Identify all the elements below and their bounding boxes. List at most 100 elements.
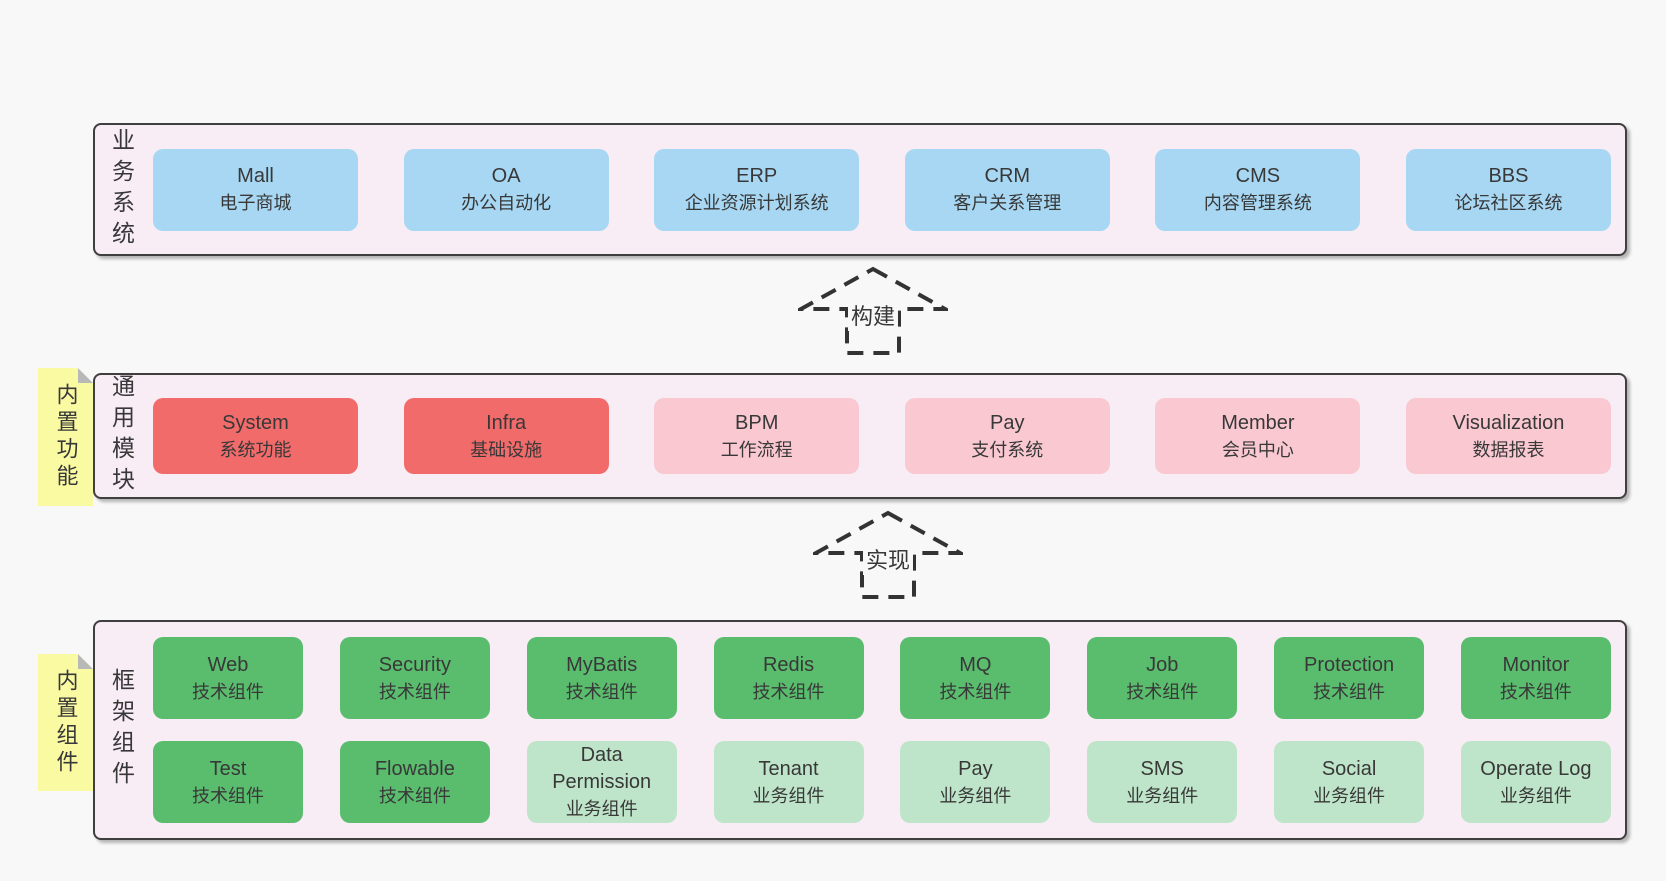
- component-row-1: Web 技术组件 Security 技术组件 MyBatis 技术组件 Redi…: [153, 637, 1611, 719]
- folded-corner-icon: [78, 654, 93, 669]
- box-subtitle: 工作流程: [720, 439, 793, 460]
- note-builtin-features: 内置功能: [38, 368, 93, 506]
- box-infra: Infra 基础设施: [403, 398, 609, 474]
- box-subtitle: 业务组件: [1126, 785, 1199, 806]
- box-subtitle: 办公自动化: [461, 193, 552, 213]
- box-pay: Pay 支付系统: [904, 398, 1110, 474]
- box-subtitle: 电子商城: [219, 193, 292, 213]
- box-test: Test 技术组件: [153, 741, 303, 823]
- box-oa: OA 办公自动化: [403, 148, 609, 231]
- layer-title-text: 业务系统: [108, 127, 135, 252]
- box-tenant: Tenant 业务组件: [713, 741, 864, 823]
- box-subtitle: 业务组件: [939, 785, 1012, 806]
- box-protection: Protection 技术组件: [1274, 637, 1425, 719]
- box-subtitle: 支付系统: [971, 439, 1044, 460]
- note-builtin-components: 内置组件: [38, 654, 93, 791]
- box-title: Tenant: [758, 757, 819, 780]
- box-title: OA: [491, 165, 521, 187]
- box-subtitle: 业务组件: [752, 785, 825, 806]
- note-label: 内置功能: [53, 383, 79, 491]
- box-title: System: [222, 411, 289, 434]
- box-subtitle: 业务组件: [565, 799, 638, 819]
- box-title: Data Permission: [552, 744, 652, 793]
- box-subtitle: 内容管理系统: [1203, 193, 1312, 213]
- box-title: Job: [1146, 653, 1179, 676]
- layer-title-text: 框架组件: [108, 668, 135, 792]
- component-rows: Web 技术组件 Security 技术组件 MyBatis 技术组件 Redi…: [147, 637, 1625, 823]
- box-title: Protection: [1304, 653, 1395, 676]
- box-subtitle: 论坛社区系统: [1454, 193, 1563, 213]
- box-title: Pay: [958, 757, 993, 780]
- box-mall: Mall 电子商城: [153, 148, 358, 231]
- box-pay-business: Pay 业务组件: [900, 741, 1051, 823]
- box-title: CRM: [984, 165, 1031, 187]
- business-boxes: Mall 电子商城 OA 办公自动化 ERP 企业资源计划系统 CRM 客户关系…: [147, 148, 1625, 231]
- box-title: MQ: [959, 653, 992, 676]
- box-title: Mall: [237, 165, 274, 187]
- box-subtitle: 技术组件: [192, 681, 264, 702]
- box-operate-log: Operate Log 业务组件: [1460, 741, 1611, 823]
- arrow-up-build-icon: 构建: [798, 266, 948, 356]
- box-title: MyBatis: [566, 653, 638, 676]
- box-redis: Redis 技术组件: [713, 637, 864, 719]
- arrow-label: 实现: [862, 543, 914, 575]
- box-flowable: Flowable 技术组件: [339, 741, 490, 823]
- box-title: ERP: [736, 165, 778, 187]
- box-title: Web: [207, 653, 249, 676]
- layer-title-text: 通用模块: [108, 374, 135, 498]
- box-subtitle: 技术组件: [1499, 681, 1572, 702]
- box-title: Social: [1321, 757, 1377, 780]
- box-subtitle: 技术组件: [378, 785, 451, 806]
- component-row-2: Test 技术组件 Flowable 技术组件 Data Permission …: [153, 741, 1611, 823]
- folded-corner-icon: [78, 368, 93, 383]
- note-label: 内置组件: [53, 668, 79, 777]
- box-title: Flowable: [374, 757, 455, 780]
- layer-title: 框架组件: [95, 668, 147, 792]
- box-subtitle: 客户关系管理: [953, 193, 1062, 213]
- box-subtitle: 技术组件: [192, 785, 264, 806]
- box-job: Job 技术组件: [1087, 637, 1238, 719]
- box-bbs: BBS 论坛社区系统: [1405, 148, 1611, 231]
- box-subtitle: 数据报表: [1472, 439, 1545, 460]
- arrow-up-implement-icon: 实现: [813, 510, 963, 600]
- box-subtitle: 技术组件: [565, 681, 638, 702]
- box-title: Infra: [486, 411, 527, 434]
- layer-framework-components: 框架组件 Web 技术组件 Security 技术组件 MyBatis 技术组件…: [93, 620, 1627, 840]
- box-subtitle: 业务组件: [1499, 785, 1572, 806]
- dashed-up-arrow-icon: [798, 266, 948, 355]
- layer-title: 业务系统: [95, 128, 147, 252]
- box-subtitle: 企业资源计划系统: [684, 193, 829, 213]
- box-sms: SMS 业务组件: [1087, 741, 1238, 823]
- box-title: SMS: [1140, 757, 1184, 780]
- box-title: Monitor: [1502, 653, 1570, 676]
- box-monitor: Monitor 技术组件: [1460, 637, 1611, 719]
- box-title: Member: [1221, 411, 1295, 434]
- box-erp: ERP 企业资源计划系统: [654, 148, 860, 231]
- box-member: Member 会员中心: [1155, 398, 1361, 474]
- box-title: Security: [378, 653, 451, 676]
- box-subtitle: 技术组件: [752, 681, 825, 702]
- box-system: System 系统功能: [153, 398, 358, 474]
- layer-title: 通用模块: [95, 374, 147, 498]
- layer-common-modules: 通用模块 System 系统功能 Infra 基础设施 BPM 工作流程 Pay…: [93, 373, 1627, 499]
- box-subtitle: 系统功能: [219, 439, 292, 460]
- box-mybatis: MyBatis 技术组件: [526, 637, 677, 719]
- box-subtitle: 基础设施: [470, 439, 543, 460]
- box-mq: MQ 技术组件: [900, 637, 1051, 719]
- layer-business-systems: 业务系统 Mall 电子商城 OA 办公自动化 ERP 企业资源计划系统 CRM…: [93, 123, 1627, 256]
- box-title: Redis: [762, 653, 815, 676]
- box-subtitle: 技术组件: [939, 681, 1012, 702]
- box-crm: CRM 客户关系管理: [904, 148, 1110, 231]
- box-social: Social 业务组件: [1274, 741, 1425, 823]
- box-subtitle: 技术组件: [1126, 681, 1199, 702]
- box-subtitle: 技术组件: [378, 681, 451, 702]
- box-bpm: BPM 工作流程: [654, 398, 860, 474]
- box-title: Test: [209, 757, 247, 780]
- box-security: Security 技术组件: [339, 637, 490, 719]
- box-data-permission: Data Permission 业务组件: [526, 741, 677, 823]
- box-subtitle: 技术组件: [1313, 681, 1386, 702]
- box-title: Operate Log: [1480, 757, 1592, 780]
- box-title: BPM: [735, 411, 779, 434]
- arrow-label: 构建: [847, 299, 899, 331]
- box-title: Visualization: [1452, 411, 1565, 434]
